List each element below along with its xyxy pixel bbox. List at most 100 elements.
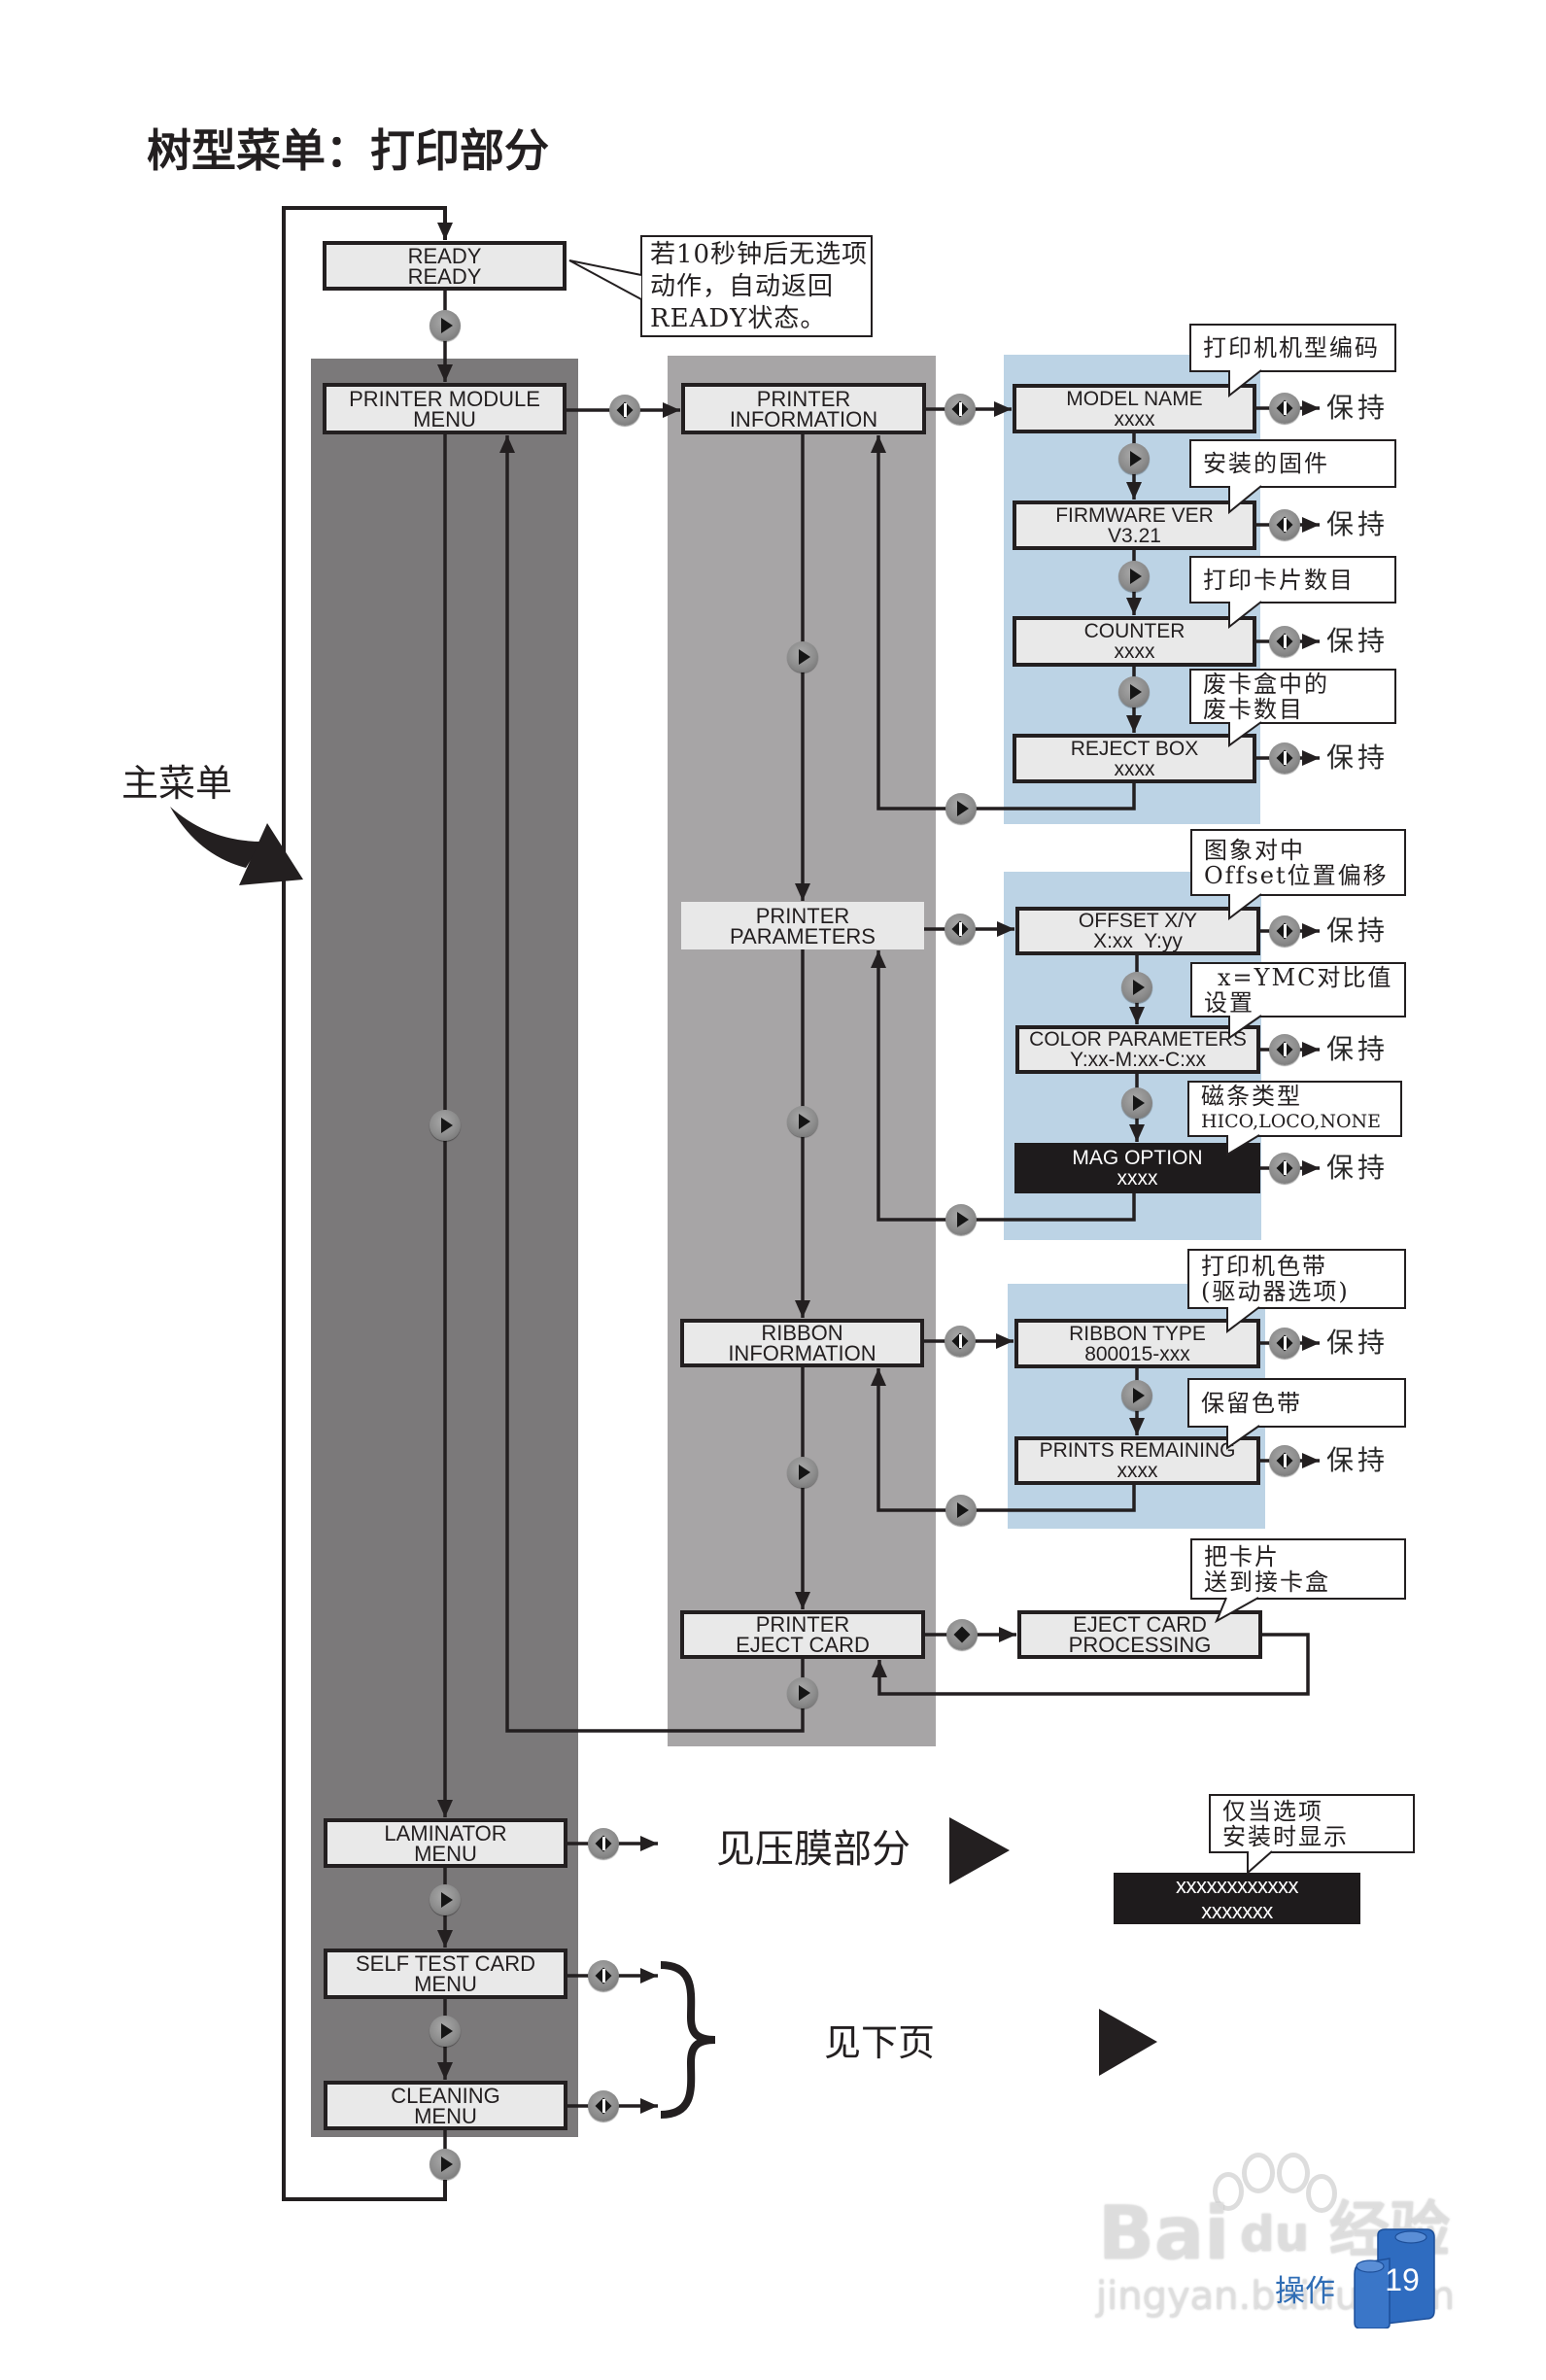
printer-eject-card-box: PRINTER EJECT CARD — [680, 1610, 925, 1659]
select-button-icon — [1269, 1153, 1300, 1184]
select-button-icon — [1269, 1328, 1300, 1359]
callout-pointer — [1228, 721, 1262, 747]
continue-triangle-icon — [1099, 2009, 1157, 2076]
menu-line2: PARAMETERS — [730, 923, 876, 949]
main-menu-arrowhead-icon — [239, 823, 303, 885]
see-laminator-section-label: 见压膜部分 — [716, 1827, 910, 1872]
item-line1: MAG OPTION — [1072, 1147, 1203, 1169]
menu-line1: LAMINATOR — [384, 1820, 507, 1845]
counter-callout: 打印卡片数目 — [1189, 556, 1396, 604]
item-line1: COUNTER — [1083, 620, 1185, 642]
menu-line1: RIBBON — [761, 1321, 843, 1345]
callout-pointer — [1228, 1015, 1262, 1040]
select-button-icon — [1269, 626, 1300, 657]
callout-pointer — [1228, 893, 1262, 921]
callout-pointer — [1226, 1306, 1260, 1334]
callout-line: 打印卡片数目 — [1203, 566, 1355, 594]
menu-line1: PRINTER — [756, 386, 851, 411]
offset-callout: 图象对中 Offset位置偏移 — [1190, 829, 1406, 896]
item-value: V3.21 — [1108, 524, 1161, 547]
reject-box-callout: 废卡盒中的 废卡数目 — [1189, 669, 1396, 724]
callout-line: 保留色带 — [1201, 1389, 1302, 1417]
next-button-icon — [945, 793, 977, 824]
select-button-icon — [1269, 393, 1300, 424]
select-button-icon — [945, 394, 976, 425]
callout-pointer — [1226, 1134, 1260, 1156]
next-button-icon — [1118, 561, 1150, 592]
next-button-icon — [1121, 1087, 1152, 1119]
menu-line1: PRINTER — [755, 903, 850, 928]
callout-line: x=YMC对比值 — [1218, 963, 1393, 991]
item-value: Y:xx-M:xx-C:xx — [1070, 1049, 1206, 1071]
item-line1: RIBBON TYPE — [1069, 1322, 1206, 1345]
hold-label: 保持 — [1326, 914, 1390, 947]
offset-xy-box: OFFSET X/Y X:xx Y:yy — [1015, 907, 1260, 955]
item-line1: EJECT CARD — [1073, 1612, 1207, 1637]
color-parameters-callout: x=YMC对比值 设置 — [1190, 962, 1406, 1018]
callout-line: 动作，自动返回 — [650, 272, 835, 301]
optional-display-callout: 仅当选项 安装时显示 — [1209, 1794, 1415, 1853]
next-button-icon — [945, 1495, 977, 1526]
callout-line: HICO,LOCO,NONE — [1201, 1111, 1382, 1132]
reject-box-box: REJECT BOX xxxx — [1013, 734, 1256, 783]
select-button-icon — [945, 914, 976, 945]
callout-pointer — [1228, 369, 1262, 398]
menu-line2: MENU — [414, 1972, 477, 1996]
callout-line: 废卡盒中的 — [1203, 670, 1329, 698]
select-button-icon — [1269, 742, 1300, 774]
eject-processing-loop-arrow — [872, 1633, 1310, 1696]
select-button-icon — [588, 1960, 619, 1991]
item-value: 800015-xxx — [1084, 1342, 1190, 1365]
menu-line1: CLEANING — [391, 2083, 500, 2108]
menu-line2: INFORMATION — [729, 406, 878, 431]
select-button-icon — [1269, 1034, 1300, 1065]
next-button-icon — [787, 1677, 818, 1708]
callout-pointer — [1228, 601, 1262, 630]
item-value: X:xx Y:yy — [1093, 930, 1183, 952]
menu-line1: PRINTER — [755, 1612, 850, 1637]
ribbon-information-box: RIBBON INFORMATION — [680, 1319, 924, 1367]
callout-line: 安装时显示 — [1222, 1822, 1349, 1850]
item-value: xxxx — [1114, 640, 1155, 663]
callout-line: 设置 — [1204, 988, 1254, 1017]
eject-card-processing-box: EJECT CARD PROCESSING — [1017, 1610, 1262, 1659]
self-test-card-menu-box: SELF TEST CARD MENU — [324, 1949, 567, 1999]
information-return-arrow — [871, 435, 1136, 811]
ribbon-return-arrow — [871, 1368, 1136, 1512]
callout-pointer — [568, 259, 642, 300]
item-line2: PROCESSING — [1068, 1633, 1212, 1657]
next-button-icon — [787, 641, 818, 673]
next-button-icon — [429, 2149, 461, 2180]
model-name-box: MODEL NAME xxxx — [1013, 384, 1256, 433]
hold-label: 保持 — [1326, 1444, 1390, 1476]
hold-label: 保持 — [1326, 1327, 1390, 1359]
callout-pointer — [1228, 485, 1262, 515]
ready-line1: READY — [407, 243, 482, 268]
laminator-menu-box: LAMINATOR MENU — [324, 1818, 567, 1868]
menu-line2: INFORMATION — [728, 1341, 876, 1365]
optional-display-box: xxxxxxxxxxxx xxxxxxx — [1114, 1873, 1360, 1924]
page-title: 树型菜单：打印部分 — [147, 124, 549, 177]
callout-line: READY状态。 — [650, 304, 827, 333]
hold-label: 保持 — [1326, 392, 1390, 424]
menu-line2: MENU — [414, 1841, 477, 1866]
callout-pointer — [1226, 1425, 1260, 1450]
item-line1: REJECT BOX — [1070, 737, 1199, 760]
counter-box: COUNTER xxxx — [1013, 616, 1256, 667]
callout-line: 打印机机型编码 — [1203, 334, 1380, 362]
callout-line: (驱动器选项) — [1201, 1278, 1350, 1305]
main-loop-line — [282, 206, 453, 2201]
next-button-icon — [945, 1204, 977, 1235]
callout-line: 磁条类型 — [1201, 1083, 1302, 1110]
menu-line2: MENU — [414, 2103, 477, 2128]
ribbon-type-box: RIBBON TYPE 800015-xxx — [1014, 1319, 1260, 1368]
prints-remaining-callout: 保留色带 — [1187, 1378, 1406, 1428]
callout-line: 仅当选项 — [1222, 1797, 1323, 1825]
mag-option-callout: 磁条类型 HICO,LOCO,NONE — [1187, 1081, 1402, 1137]
next-button-icon — [787, 1457, 818, 1488]
continue-triangle-icon — [949, 1817, 1010, 1884]
ribbon-page-icon — [1354, 2228, 1435, 2328]
color-parameters-box: COLOR PARAMETERS Y:xx-M:xx-C:xx — [1015, 1025, 1260, 1074]
parameters-return-arrow — [871, 950, 1136, 1222]
